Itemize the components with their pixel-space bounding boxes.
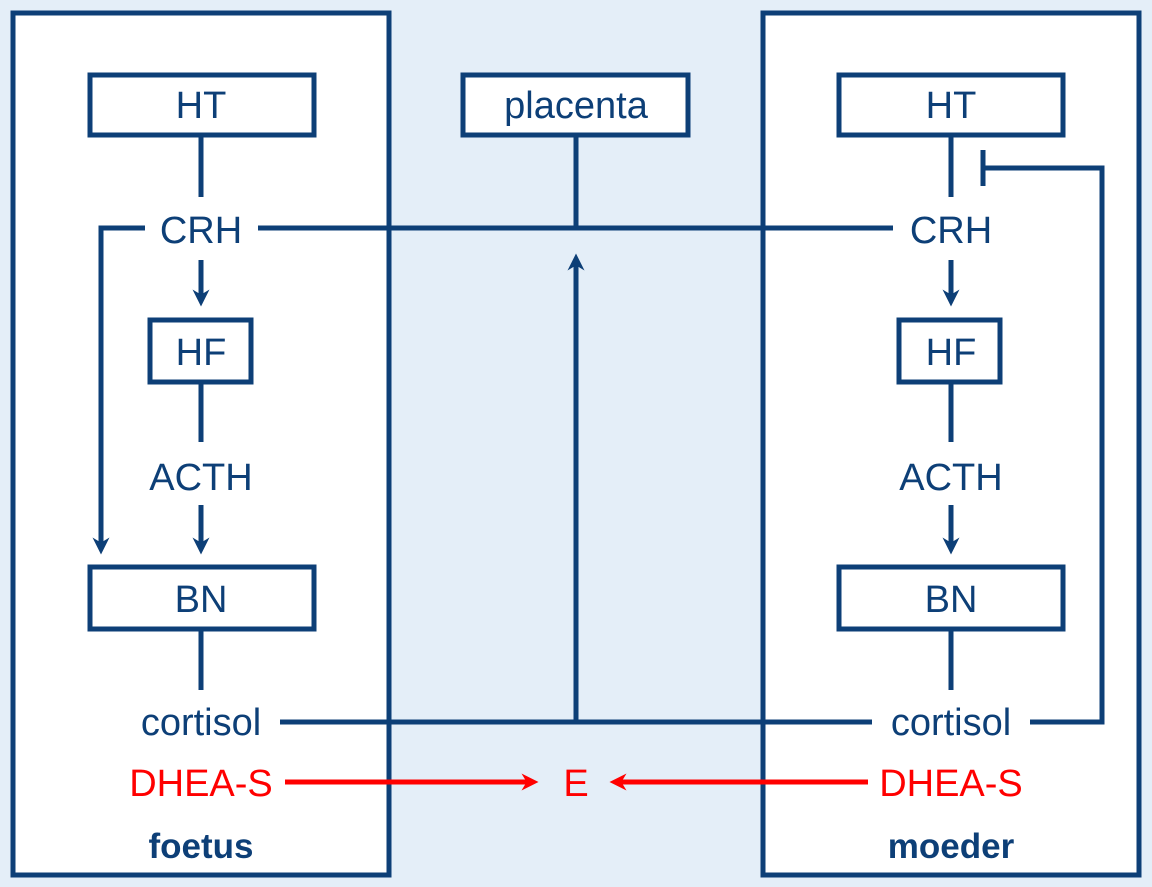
moeder-ht-label: HT <box>926 85 977 127</box>
moeder-acth-label: ACTH <box>899 457 1002 499</box>
moeder-ht-box <box>836 72 1066 138</box>
placenta-box <box>460 72 691 138</box>
foetus-hf-box <box>147 317 254 385</box>
moeder-dheas-label: DHEA-S <box>879 763 1023 805</box>
foetus-hf-label: HF <box>176 332 227 374</box>
foetus-crh-bypass-arrow <box>92 225 145 555</box>
foetus-bn-label: BN <box>175 579 228 621</box>
foetus-title: foetus <box>149 827 254 866</box>
moeder-bn-box <box>836 564 1066 632</box>
moeder-hf-label: HF <box>926 332 977 374</box>
foetus-ht-box <box>87 72 317 138</box>
foetus-cortisol-label: cortisol <box>141 702 261 744</box>
connector-lines <box>92 135 1105 725</box>
moeder-crh-label: CRH <box>910 210 992 252</box>
foetus-acth-label: ACTH <box>149 457 252 499</box>
moeder-hf-box <box>896 317 1003 385</box>
moeder-title: moeder <box>888 827 1015 866</box>
foetus-dheas-label: DHEA-S <box>129 763 273 805</box>
estrogen-label: E <box>563 763 588 805</box>
moeder-bn-label: BN <box>925 579 978 621</box>
placenta-label: placenta <box>504 85 649 127</box>
foetus-bn-box <box>87 564 317 632</box>
moeder-cortisol-feedback-line <box>983 165 1105 725</box>
foetus-crh-label: CRH <box>160 210 242 252</box>
foetus-ht-label: HT <box>176 85 227 127</box>
moeder-cortisol-label: cortisol <box>891 702 1011 744</box>
